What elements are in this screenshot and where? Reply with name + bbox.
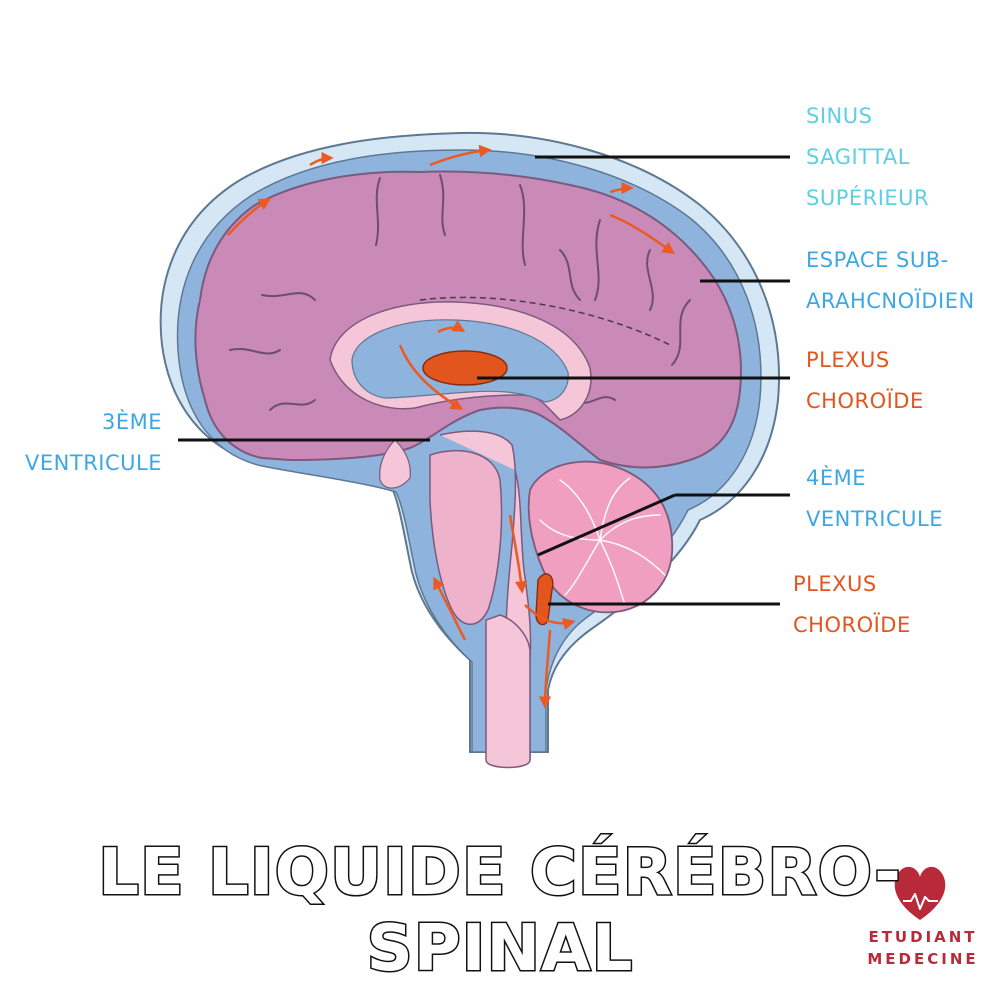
brain-sulci — [229, 174, 691, 411]
label-line: SUPÉRIEUR — [806, 186, 930, 210]
logo-text-line-1: ETUDIANT — [868, 928, 978, 946]
label-4eme-ventricule: 4ÈME VENTRICULE — [806, 458, 943, 540]
third-ventricle — [379, 439, 411, 489]
label-line: 3ÈME — [101, 410, 162, 434]
label-line: SAGITTAL — [806, 145, 910, 169]
label-line: PLEXUS — [806, 348, 890, 372]
label-line: CHOROÏDE — [793, 613, 911, 637]
csf-flow-arrows — [227, 144, 676, 709]
label-plexus-choroide-2: PLEXUS CHOROÏDE — [793, 564, 911, 646]
label-espace-sub: ESPACE SUB- ARAHCNOÏDIEN — [806, 240, 975, 322]
label-line: SINUS — [806, 104, 873, 128]
heartbeat-icon — [903, 893, 938, 910]
label-line: 4ÈME — [806, 466, 867, 490]
label-line: PLEXUS — [793, 572, 877, 596]
label-3eme-ventricule: 3ÈME VENTRICULE — [14, 402, 162, 484]
heart-logo-icon — [894, 866, 946, 920]
pons — [429, 449, 503, 625]
label-line: CHOROÏDE — [806, 389, 924, 413]
label-line: VENTRICULE — [25, 451, 162, 475]
callosal-dash — [419, 296, 671, 346]
leader-lines — [178, 155, 790, 606]
label-line: VENTRICULE — [806, 507, 943, 531]
label-line: ESPACE SUB- — [806, 248, 949, 272]
label-line: ARAHCNOÏDIEN — [806, 289, 975, 313]
choroid-plexus-lateral — [422, 350, 508, 386]
page-title-line-1: LE LIQUIDE CÉRÉBRO- — [97, 835, 903, 912]
leader-4eme-a — [537, 493, 676, 557]
label-plexus-choroide-1: PLEXUS CHOROÏDE — [806, 340, 924, 422]
page-title-line-2: SPINAL — [365, 911, 634, 988]
logo-text-line-2: MEDECINE — [867, 950, 979, 968]
spinal-cord — [485, 614, 531, 769]
label-sinus-sagittal: SINUS SAGITTAL SUPÉRIEUR — [806, 96, 929, 219]
cerebellum-folia — [539, 477, 666, 606]
